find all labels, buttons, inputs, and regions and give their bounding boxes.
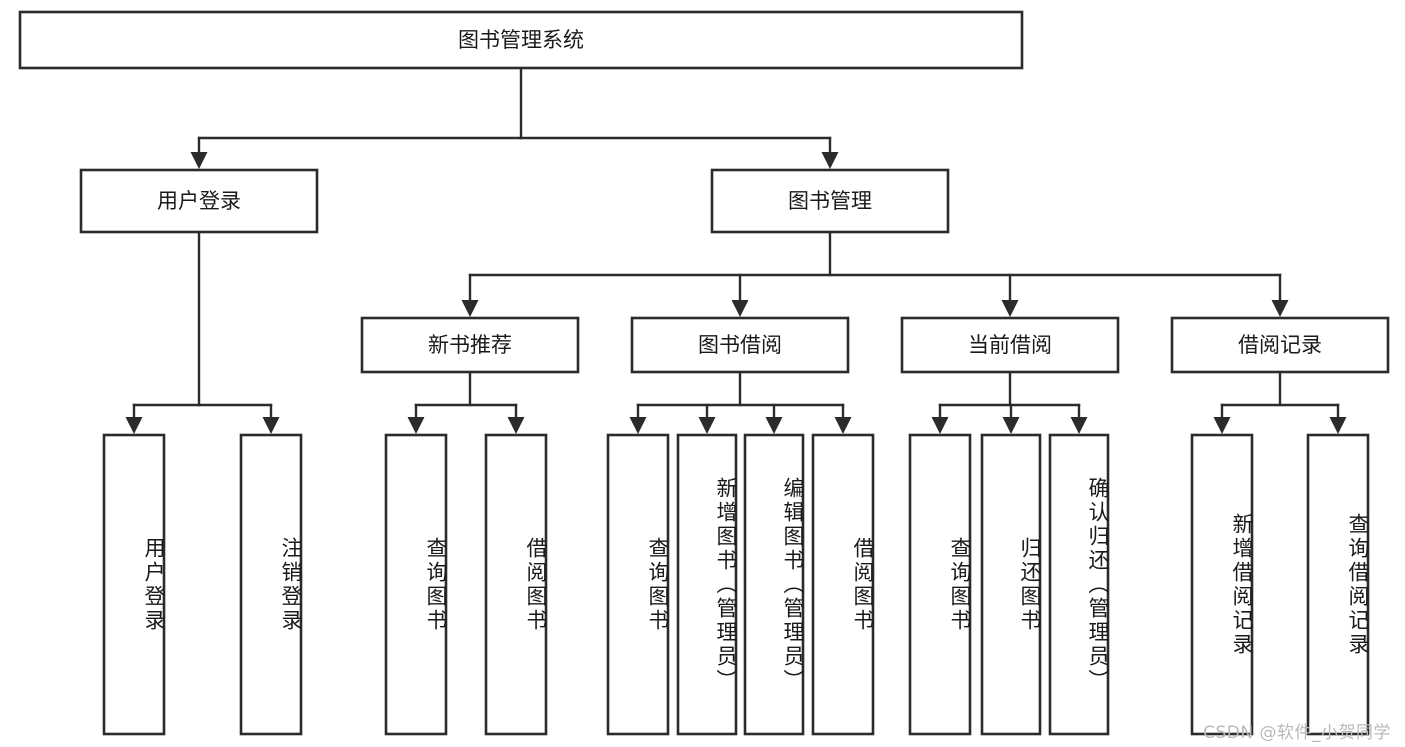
leaf-node-box[interactable]	[384, 433, 448, 736]
level3-node-box[interactable]	[360, 316, 580, 374]
arrow-down-icon-leaf-borrow-book-1	[507, 417, 525, 434]
node-borrow-record[interactable]	[1170, 316, 1390, 374]
arrow-down-icon-current-borrow	[1001, 300, 1019, 317]
arrow-down-icon-leaf-query-book-1	[407, 417, 425, 434]
node-book-borrow[interactable]	[630, 316, 850, 374]
node-leaf-add-record[interactable]	[1190, 433, 1254, 736]
node-leaf-borrow-book-1[interactable]	[484, 433, 548, 736]
node-leaf-logout[interactable]	[239, 433, 303, 736]
arrow-down-icon-borrow-record	[1271, 300, 1289, 317]
node-label-borrow-record: 借阅记录	[1238, 333, 1322, 357]
arrow-down-icon-leaf-confirm-return	[1070, 417, 1088, 434]
arrow-down-icon-new-book-recommend	[461, 300, 479, 317]
leaf-node-box[interactable]	[743, 433, 805, 736]
arrow-down-icon-user-login	[190, 152, 208, 169]
node-label-current-borrow: 当前借阅	[968, 333, 1052, 357]
node-leaf-user-login[interactable]	[102, 433, 166, 736]
level2-node-box[interactable]	[710, 168, 950, 234]
node-label-new-book-recommend: 新书推荐	[428, 333, 512, 357]
node-user-login[interactable]	[79, 168, 319, 234]
node-leaf-query-record[interactable]	[1306, 433, 1370, 736]
node-label-root: 图书管理系统	[458, 28, 584, 52]
leaf-node-box[interactable]	[811, 433, 875, 736]
leaf-node-box[interactable]	[1048, 433, 1110, 736]
node-leaf-query-book-3[interactable]	[908, 433, 972, 736]
connectors-layer	[125, 66, 1347, 434]
arrow-down-icon-leaf-user-login	[125, 417, 143, 434]
arrow-down-icon-leaf-query-record	[1329, 417, 1347, 434]
level3-node-box[interactable]	[1170, 316, 1390, 374]
arrow-down-icon-leaf-add-book	[698, 417, 716, 434]
leaf-node-box[interactable]	[1190, 433, 1254, 736]
level2-node-box[interactable]	[79, 168, 319, 234]
csdn-watermark: CSDN @软件_小贺同学	[1203, 723, 1391, 743]
arrow-down-icon-leaf-return-book	[1002, 417, 1020, 434]
node-root[interactable]	[18, 10, 1024, 70]
node-boxes-layer	[18, 10, 1390, 736]
arrow-down-icon-leaf-logout	[262, 417, 280, 434]
node-label-book-management: 图书管理	[788, 189, 872, 213]
leaf-node-box[interactable]	[676, 433, 738, 736]
leaf-node-box[interactable]	[606, 433, 670, 736]
node-leaf-query-book-2[interactable]	[606, 433, 670, 736]
node-label-book-borrow: 图书借阅	[698, 333, 782, 357]
node-label-user-login: 用户登录	[157, 189, 241, 213]
leaf-node-box[interactable]	[980, 433, 1042, 736]
leaf-node-box[interactable]	[239, 433, 303, 736]
leaf-node-box[interactable]	[908, 433, 972, 736]
arrow-down-icon-book-borrow	[731, 300, 749, 317]
arrow-down-icon-leaf-edit-book	[765, 417, 783, 434]
node-leaf-confirm-return[interactable]	[1048, 433, 1110, 736]
level3-node-box[interactable]	[900, 316, 1120, 374]
level3-node-box[interactable]	[630, 316, 850, 374]
node-leaf-return-book[interactable]	[980, 433, 1042, 736]
leaf-node-box[interactable]	[1306, 433, 1370, 736]
node-new-book-recommend[interactable]	[360, 316, 580, 374]
root-node-box[interactable]	[18, 10, 1024, 70]
node-leaf-query-book-1[interactable]	[384, 433, 448, 736]
arrow-down-icon-leaf-query-book-2	[629, 417, 647, 434]
node-book-management[interactable]	[710, 168, 950, 234]
arrow-down-icon-leaf-borrow-book-2	[834, 417, 852, 434]
arrow-down-icon-leaf-add-record	[1213, 417, 1231, 434]
node-leaf-borrow-book-2[interactable]	[811, 433, 875, 736]
node-leaf-add-book[interactable]	[676, 433, 738, 736]
arrow-down-icon-book-management	[821, 152, 839, 169]
node-leaf-edit-book[interactable]	[743, 433, 805, 736]
leaf-node-box[interactable]	[484, 433, 548, 736]
leaf-node-box[interactable]	[102, 433, 166, 736]
node-current-borrow[interactable]	[900, 316, 1120, 374]
arrow-down-icon-leaf-query-book-3	[931, 417, 949, 434]
